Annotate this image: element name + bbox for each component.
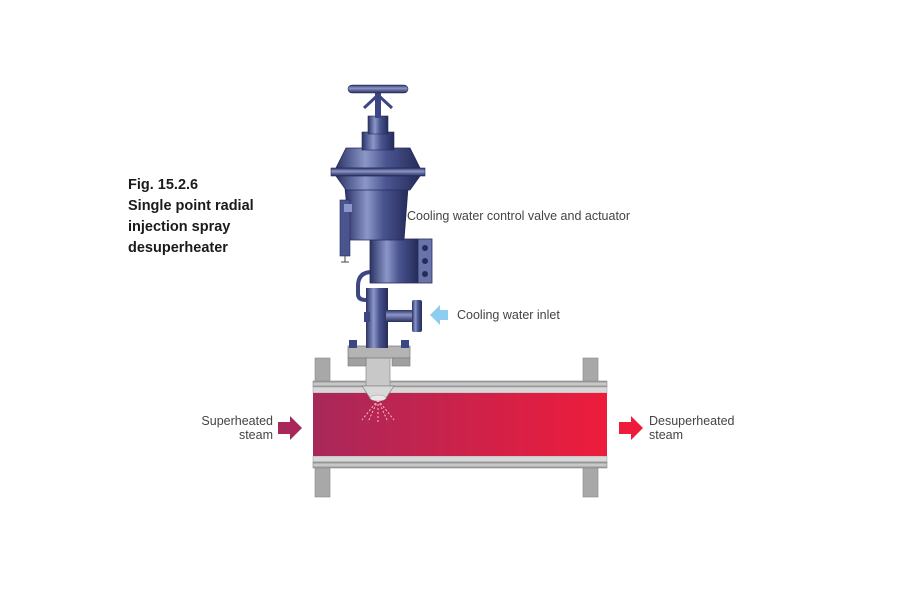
handwheel (347, 84, 409, 118)
desuperheated-steam-label-line-2: steam (649, 428, 684, 442)
superheated-steam-arrow-icon (278, 416, 302, 440)
diaphragm-actuator (330, 115, 426, 191)
figure-title-line-1: Single point radial (128, 198, 254, 214)
inlet-branch (364, 300, 422, 332)
desuperheated-steam-label-line-1: Desuperheated (649, 414, 735, 428)
water-spray (361, 399, 395, 423)
superheated-steam-label-line-1: Superheated (201, 414, 273, 428)
positioner-box (369, 238, 433, 284)
valve-mounting-flange (347, 340, 411, 367)
figure-number: Fig. 15.2.6 (128, 177, 199, 193)
valve-label: Cooling water control valve and actuator (407, 209, 631, 223)
cooling-water-arrow-icon (430, 305, 448, 325)
figure-caption: Fig. 15.2.6 Single point radial injectio… (128, 175, 308, 259)
injection-nozzle (361, 355, 395, 402)
inlet-label: Cooling water inlet (457, 308, 560, 322)
valve-body-stem (366, 288, 388, 348)
desuperheated-steam-arrow-icon (619, 416, 643, 440)
steam-flow (313, 393, 607, 456)
bypass-tube (356, 270, 392, 302)
desuperheated-steam-label: Desuperheated steam (649, 414, 759, 442)
figure-title-line-2: injection spray (128, 219, 231, 235)
superheated-steam-label: Superheated steam (183, 414, 273, 442)
superheated-steam-label-line-2: steam (238, 428, 273, 442)
figure-title-line-3: desuperheater (128, 240, 228, 256)
